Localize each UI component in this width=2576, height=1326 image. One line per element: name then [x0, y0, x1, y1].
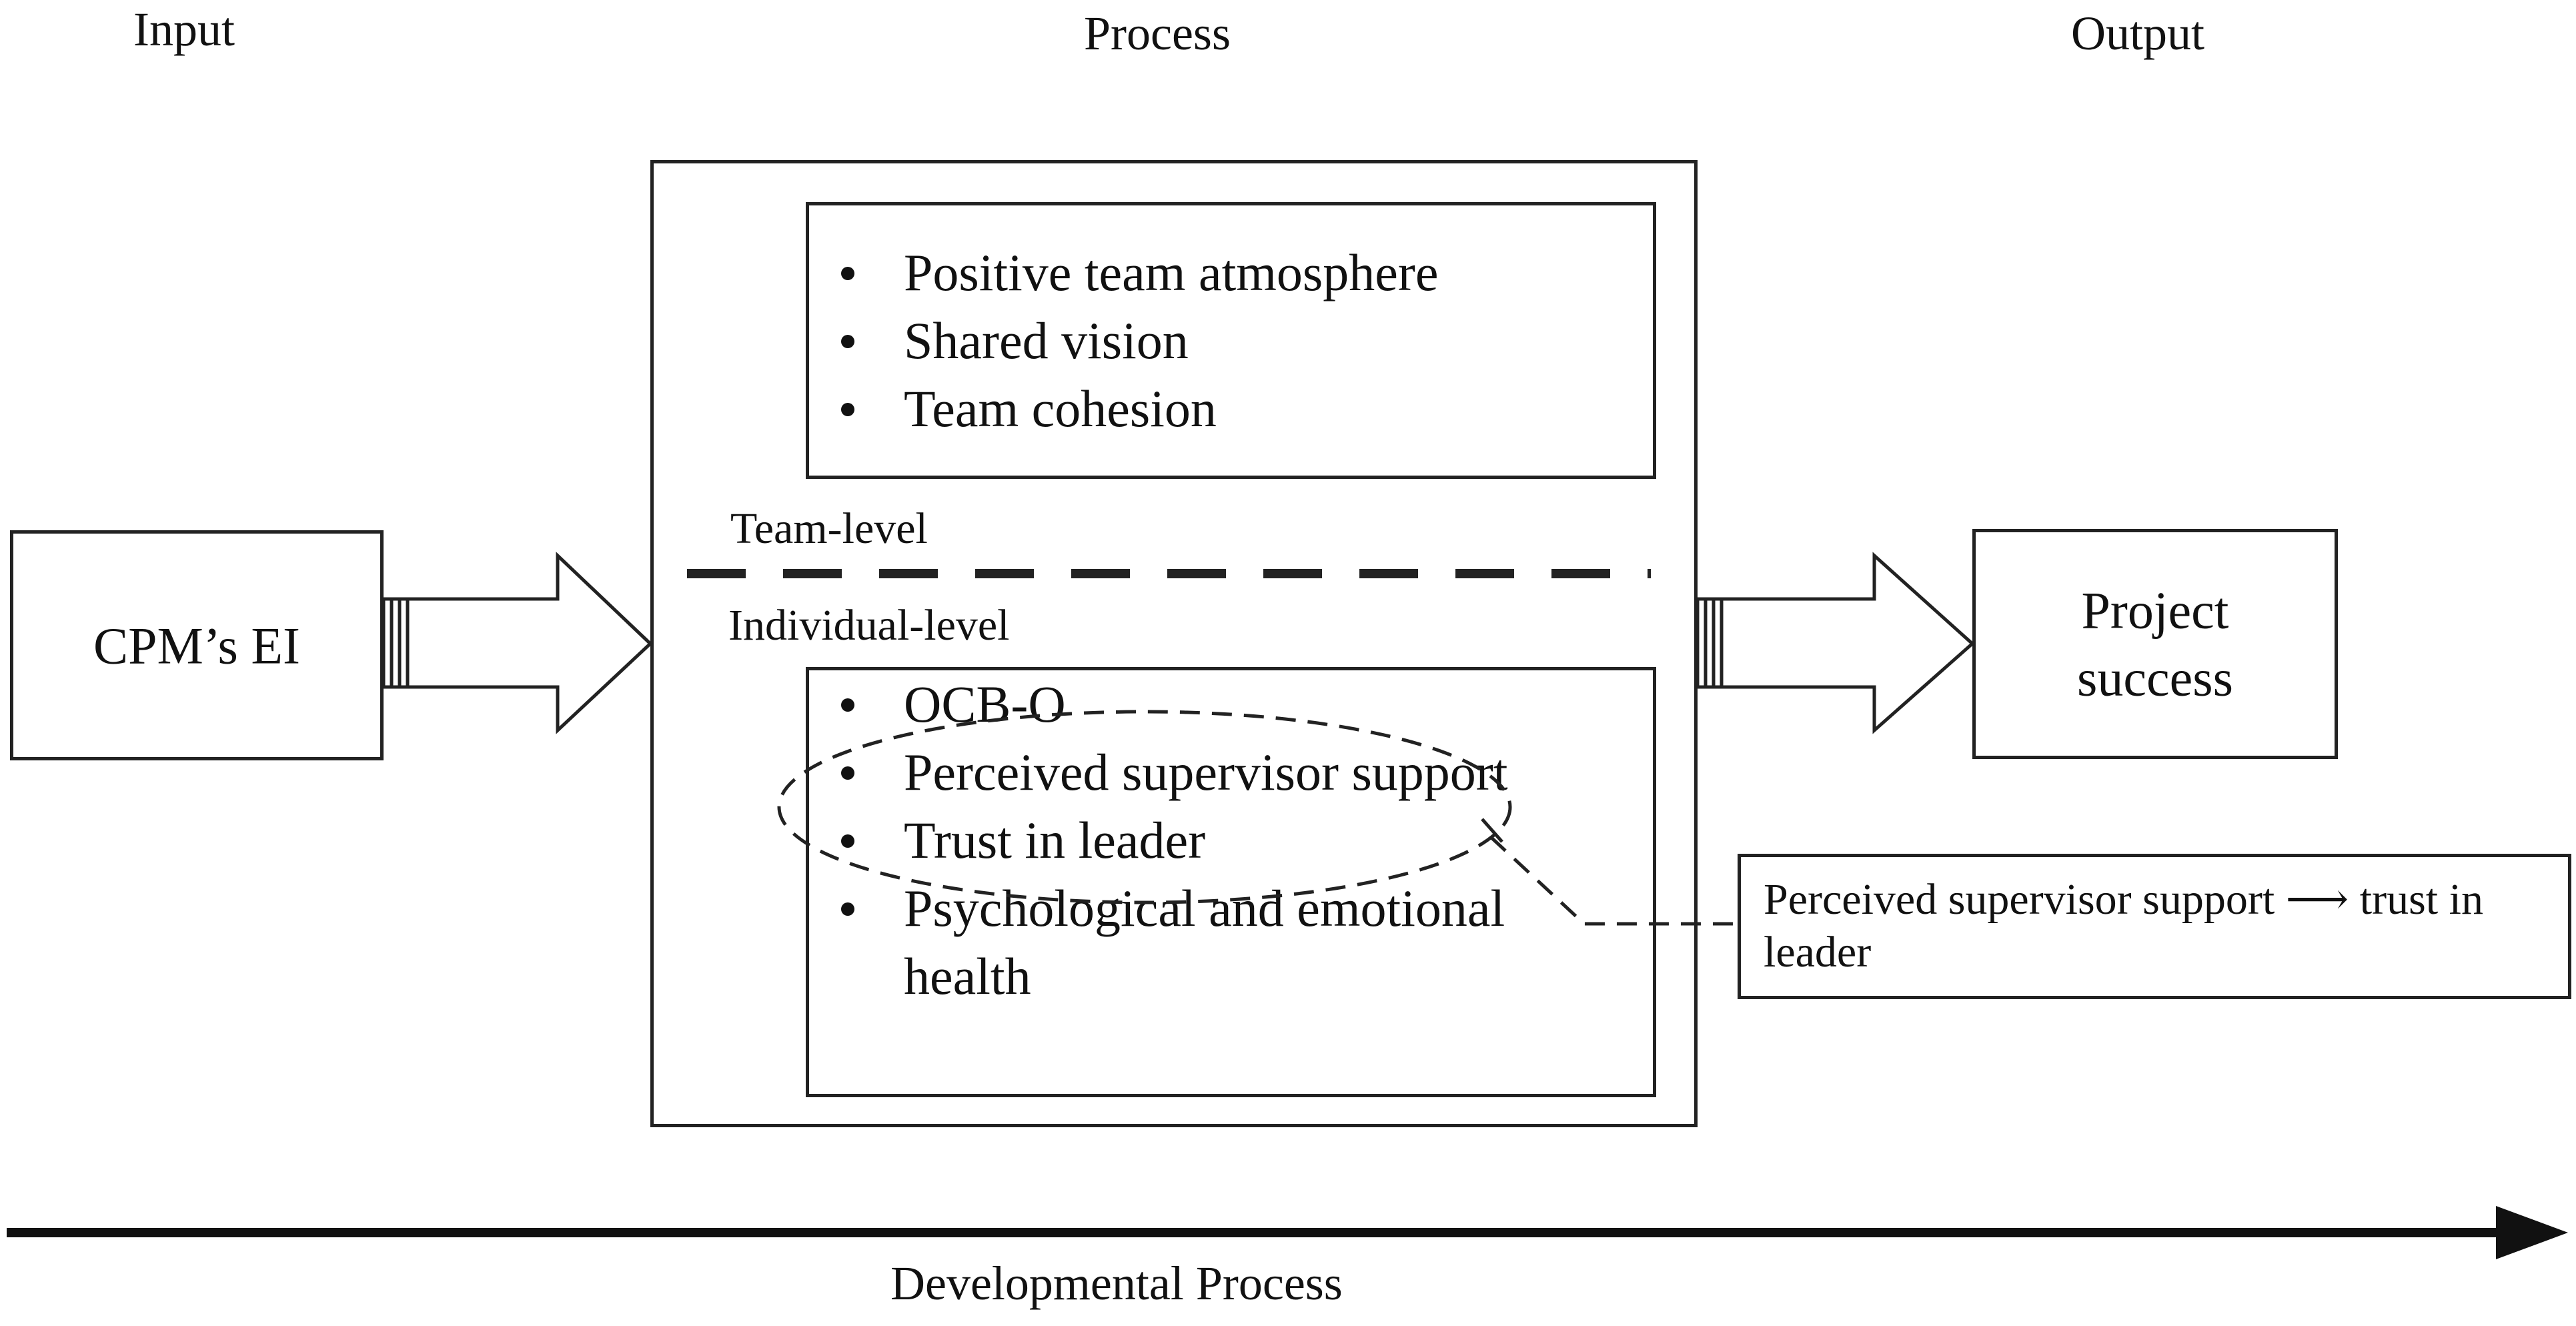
header-process: Process	[1084, 7, 1231, 60]
process-to-output-arrow	[1696, 552, 1975, 734]
annotation-box: Perceived supervisor support ⟶ trust in …	[1738, 854, 2571, 999]
individual-level-box: OCB-O Perceived supervisor support Trust…	[806, 667, 1656, 1097]
header-output: Output	[2071, 7, 2205, 60]
individual-level-item: Trust in leader	[809, 806, 1566, 874]
timeline-arrow	[7, 1206, 2568, 1259]
input-box: CPM’s EI	[10, 530, 384, 760]
individual-level-item: Perceived supervisor support	[809, 738, 1566, 806]
output-box-label: Project success	[2077, 581, 2233, 707]
team-level-label: Team-level	[730, 504, 928, 553]
input-box-label: CPM’s EI	[93, 616, 300, 674]
team-level-item: Team cohesion	[809, 375, 1653, 443]
team-level-list: Positive team atmosphere Shared vision T…	[809, 239, 1653, 443]
team-level-item: Positive team atmosphere	[809, 239, 1653, 307]
input-to-process-arrow	[382, 552, 653, 734]
team-level-item: Shared vision	[809, 307, 1653, 375]
individual-level-list: OCB-O Perceived supervisor support Trust…	[809, 670, 1566, 1011]
individual-level-item: OCB-O	[809, 670, 1566, 738]
individual-level-item: Psychological and emotional health	[809, 874, 1566, 1011]
timeline-label: Developmental Process	[890, 1257, 1343, 1310]
header-input: Input	[133, 3, 235, 56]
output-box: Project success	[1972, 529, 2338, 759]
annotation-text: Perceived supervisor support ⟶ trust in …	[1764, 875, 2483, 977]
individual-level-label: Individual-level	[728, 601, 1010, 650]
team-level-box: Positive team atmosphere Shared vision T…	[806, 202, 1656, 479]
